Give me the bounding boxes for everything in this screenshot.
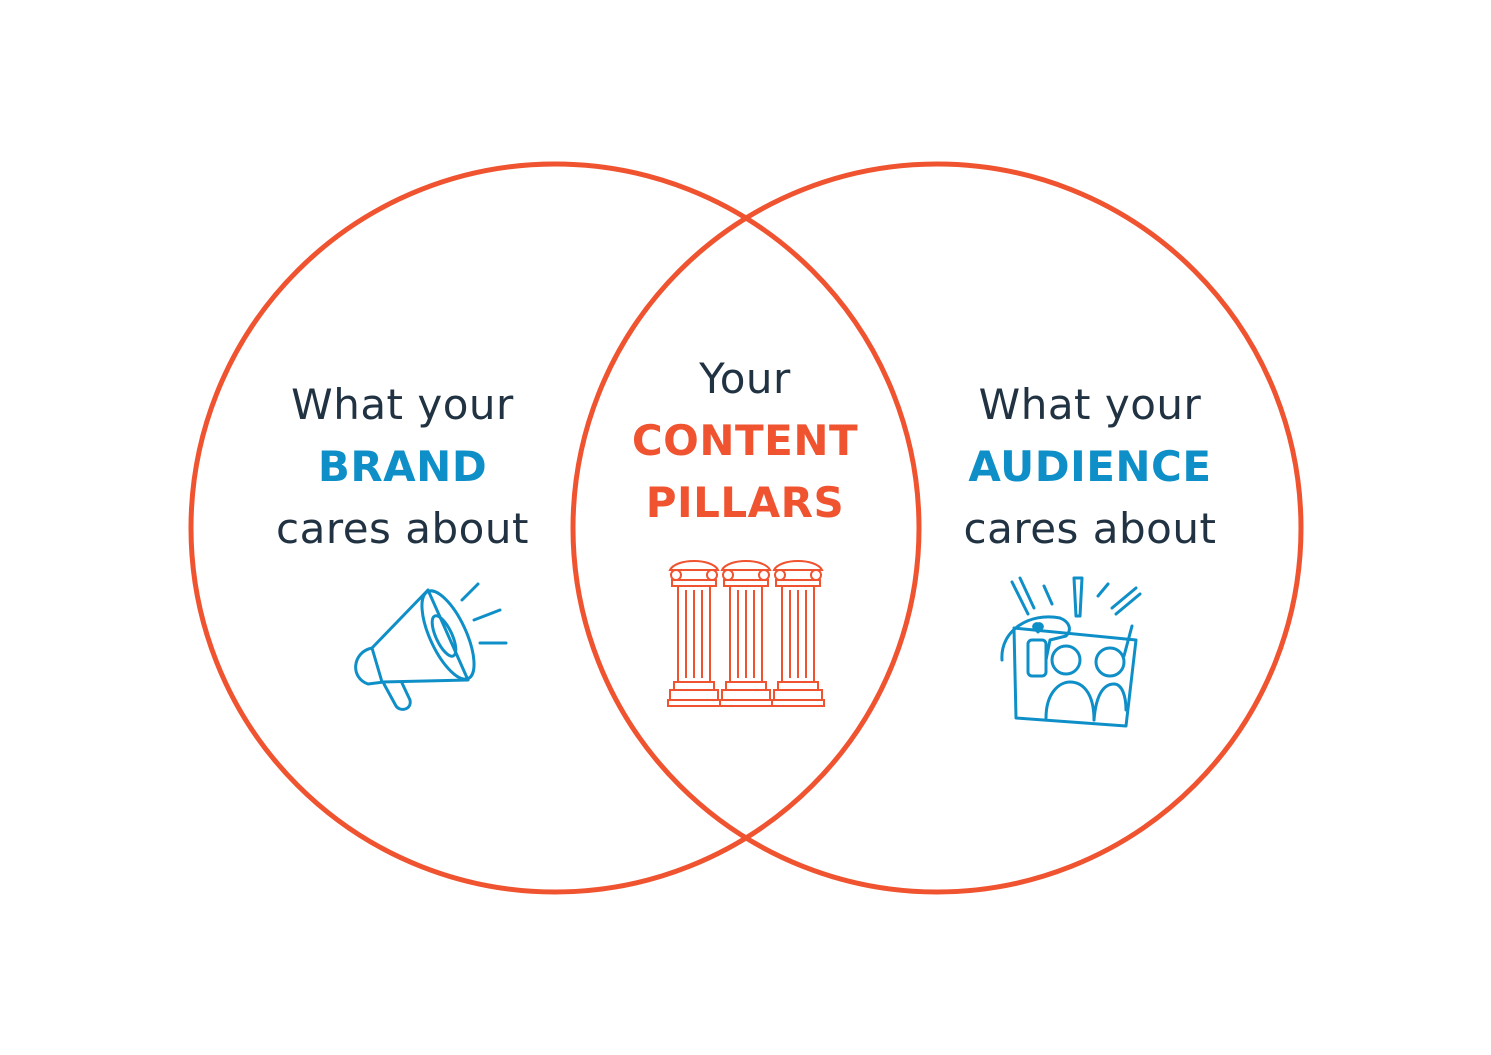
pillars-highlight: PILLARS — [645, 478, 845, 527]
pillar-3 — [771, 560, 825, 707]
pillar-1 — [667, 560, 721, 707]
center-label-line1: Your — [699, 354, 791, 403]
audience-highlight: AUDIENCE — [968, 442, 1212, 491]
audience-icon — [1000, 576, 1142, 728]
audience-label-line1: What your — [978, 380, 1202, 429]
brand-label-line3: cares about — [276, 504, 529, 553]
audience-label-line3: cares about — [963, 504, 1217, 553]
brand-circle — [188, 161, 922, 895]
content-pillars-label: Your CONTENT PILLARS — [610, 348, 880, 534]
content-highlight: CONTENT — [631, 416, 859, 465]
pillars-icon — [667, 560, 825, 707]
brand-label-line1: What your — [291, 380, 514, 429]
audience-circle — [570, 161, 1304, 895]
brand-label: What your BRAND cares about — [260, 374, 545, 560]
megaphone-icon — [354, 582, 508, 711]
pillar-2 — [719, 560, 773, 707]
audience-label: What your AUDIENCE cares about — [945, 374, 1235, 560]
brand-highlight: BRAND — [317, 442, 488, 491]
